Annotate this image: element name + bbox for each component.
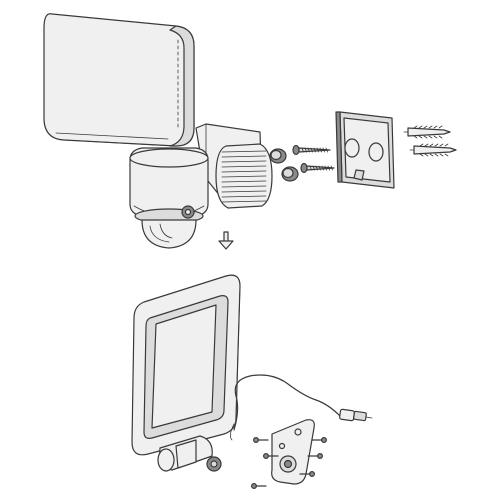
mini-screw [299, 470, 316, 478]
sensor-dome [141, 219, 197, 249]
panel-pivot [157, 435, 222, 472]
solar-assembly [131, 274, 373, 490]
solar-panel [131, 274, 241, 456]
mini-screw [311, 436, 328, 444]
mini-screw [250, 482, 267, 490]
wall-bracket [335, 111, 395, 189]
adjust-knob [181, 205, 195, 219]
mini-screw [252, 436, 269, 444]
wall-plug [409, 143, 457, 157]
rear-socket [215, 143, 273, 209]
mini-screw [307, 452, 324, 460]
screw [300, 162, 335, 174]
lamp-head [43, 13, 195, 147]
screw [292, 144, 331, 156]
lamp-assembly [43, 13, 273, 250]
motion-sensor-housing [129, 147, 209, 224]
cable-connector [339, 408, 373, 422]
down-arrow-icon [218, 231, 234, 250]
cover-cap [281, 166, 299, 182]
cover-cap [269, 148, 287, 164]
mini-screw [262, 452, 279, 460]
solar-cable [230, 374, 341, 441]
wall-plug [403, 125, 451, 139]
mounting-plate [271, 419, 315, 485]
fixings-group [269, 111, 457, 189]
mounting-screws [250, 436, 328, 490]
